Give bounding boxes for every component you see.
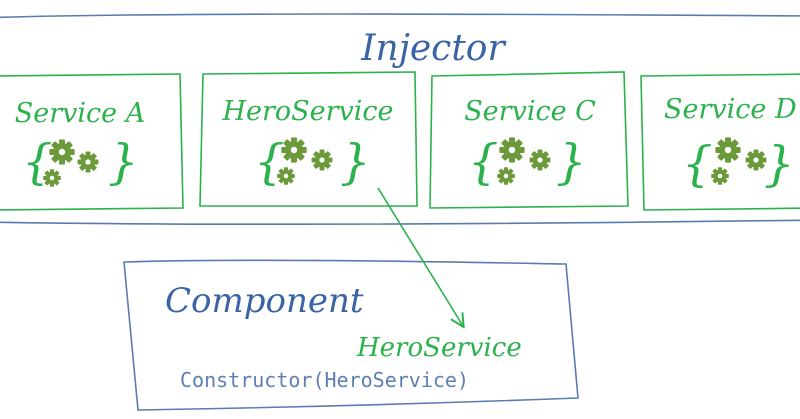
- svg-text:}: }: [556, 134, 587, 190]
- service-box-label: Service C: [464, 96, 596, 127]
- service-box-heroservice: HeroService { }: [199, 71, 418, 207]
- svg-text:}: }: [108, 134, 139, 190]
- gears-icon: { }: [682, 136, 795, 192]
- svg-text:}: }: [764, 136, 795, 192]
- svg-text:{: {: [682, 136, 713, 192]
- service-box-label: Service A: [15, 98, 145, 129]
- constructor-text: Constructor(HeroService): [180, 368, 469, 392]
- gears-icon: { }: [468, 134, 587, 190]
- injector-container: Injector: [0, 13, 800, 225]
- service-box-a: Service A { }: [0, 73, 184, 211]
- injector-title: Injector: [360, 28, 506, 69]
- service-box-d: Service D { }: [640, 73, 800, 211]
- component-box: Component HeroService Constructor(HeroSe…: [123, 259, 579, 411]
- svg-text:}: }: [340, 134, 371, 190]
- gears-icon: { }: [254, 134, 371, 190]
- component-title: Component: [165, 281, 364, 321]
- injection-arrow: [377, 187, 463, 326]
- injected-service-label: HeroService: [356, 333, 522, 363]
- gears-icon: { }: [22, 134, 139, 190]
- svg-text:{: {: [468, 134, 499, 190]
- service-box-label: HeroService: [221, 96, 393, 127]
- service-box-label: Service D: [664, 94, 797, 125]
- service-box-c: Service C { }: [429, 71, 629, 209]
